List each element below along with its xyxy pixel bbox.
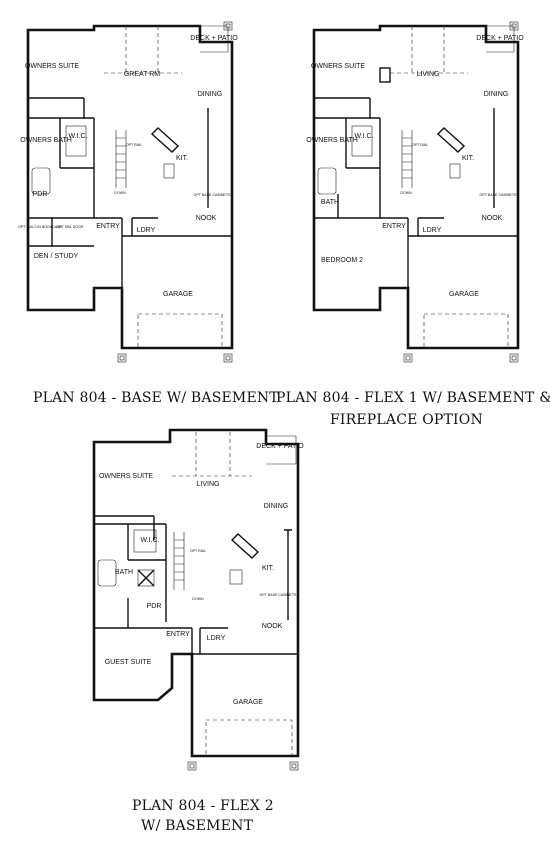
room-living: LIVING — [417, 71, 440, 78]
note-down: DOWN — [114, 191, 126, 195]
note-opt-built-in: OPT BUILT-IN BOOKCASE — [18, 225, 63, 229]
room-pdr: PDR — [33, 191, 48, 198]
note-opt-base-cabinets: OPT BASE CABINETS — [260, 593, 297, 597]
caption-plan-base: PLAN 804 - BASE W/ BASEMENT — [33, 390, 279, 406]
note-opt-rail: OPT RAIL — [190, 549, 206, 553]
room-owners-bath: OWNERS BATH — [20, 137, 72, 144]
room-den: DEN / STUDY — [34, 253, 79, 260]
room-entry: ENTRY — [96, 223, 120, 230]
room-nook: NOOK — [482, 215, 503, 222]
room-kit: KIT. — [462, 155, 474, 162]
room-garage: GARAGE — [163, 291, 193, 298]
floor-plan-flex-1: OWNERS SUITE LIVING DECK + PATIO DINING … — [306, 18, 538, 368]
room-kit: KIT. — [262, 565, 274, 572]
room-bath: BATH — [321, 199, 339, 206]
room-pdr: PDR — [147, 603, 162, 610]
room-owners-bath: OWNERS BATH — [306, 137, 358, 144]
room-dining: DINING — [264, 503, 289, 510]
room-wic: W.I.C. — [140, 537, 159, 544]
room-deck: DECK + PATIO — [256, 443, 304, 450]
room-owners-suite: OWNERS SUITE — [25, 63, 79, 70]
note-opt-base-cabinets: OPT BASE CABINETS — [194, 193, 231, 197]
room-ldry: LDRY — [207, 635, 226, 642]
room-guest-suite: GUEST SUITE — [105, 659, 152, 666]
room-nook: NOOK — [262, 623, 283, 630]
room-ldry: LDRY — [423, 227, 442, 234]
floor-plan-flex-2: OWNERS SUITE LIVING DECK + PATIO DINING … — [88, 428, 318, 780]
room-deck: DECK + PATIO — [476, 35, 524, 42]
room-wic: W.I.C. — [68, 133, 87, 140]
room-deck: DECK + PATIO — [190, 35, 238, 42]
caption-plan-flex-2: PLAN 804 - FLEX 2 — [132, 798, 274, 814]
room-garage: GARAGE — [233, 699, 263, 706]
room-great-rm: GREAT RM — [124, 71, 160, 78]
room-nook: NOOK — [196, 215, 217, 222]
room-dining: DINING — [484, 91, 509, 98]
room-dining: DINING — [198, 91, 223, 98]
note-opt-rail: OPT RAIL — [412, 143, 428, 147]
room-entry: ENTRY — [382, 223, 406, 230]
room-wic: W.I.C. — [354, 133, 373, 140]
caption-plan-flex-1-line2: FIREPLACE OPTION — [330, 412, 483, 428]
note-down: DOWN — [400, 191, 412, 195]
room-owners-suite: OWNERS SUITE — [99, 473, 153, 480]
note-down: DOWN — [192, 597, 204, 601]
room-owners-suite: OWNERS SUITE — [311, 63, 365, 70]
note-opt-rail: OPT RAIL — [126, 143, 142, 147]
room-kit: KIT. — [176, 155, 188, 162]
room-garage: GARAGE — [449, 291, 479, 298]
room-entry: ENTRY — [166, 631, 190, 638]
room-bedroom-2: BEDROOM 2 — [321, 257, 363, 264]
room-bath: BATH — [115, 569, 133, 576]
floor-plan-base: OWNERS SUITE GREAT RM DECK + PATIO DININ… — [18, 18, 252, 368]
caption-plan-flex-1: PLAN 804 - FLEX 1 W/ BASEMENT & — [276, 390, 550, 406]
room-ldry: LDRY — [137, 227, 156, 234]
room-living: LIVING — [197, 481, 220, 488]
note-opt-dbl-door: OPT DBL DOOR — [57, 225, 84, 229]
note-opt-base-cabinets: OPT BASE CABINETS — [480, 193, 517, 197]
caption-plan-flex-2-line2: W/ BASEMENT — [141, 818, 254, 834]
